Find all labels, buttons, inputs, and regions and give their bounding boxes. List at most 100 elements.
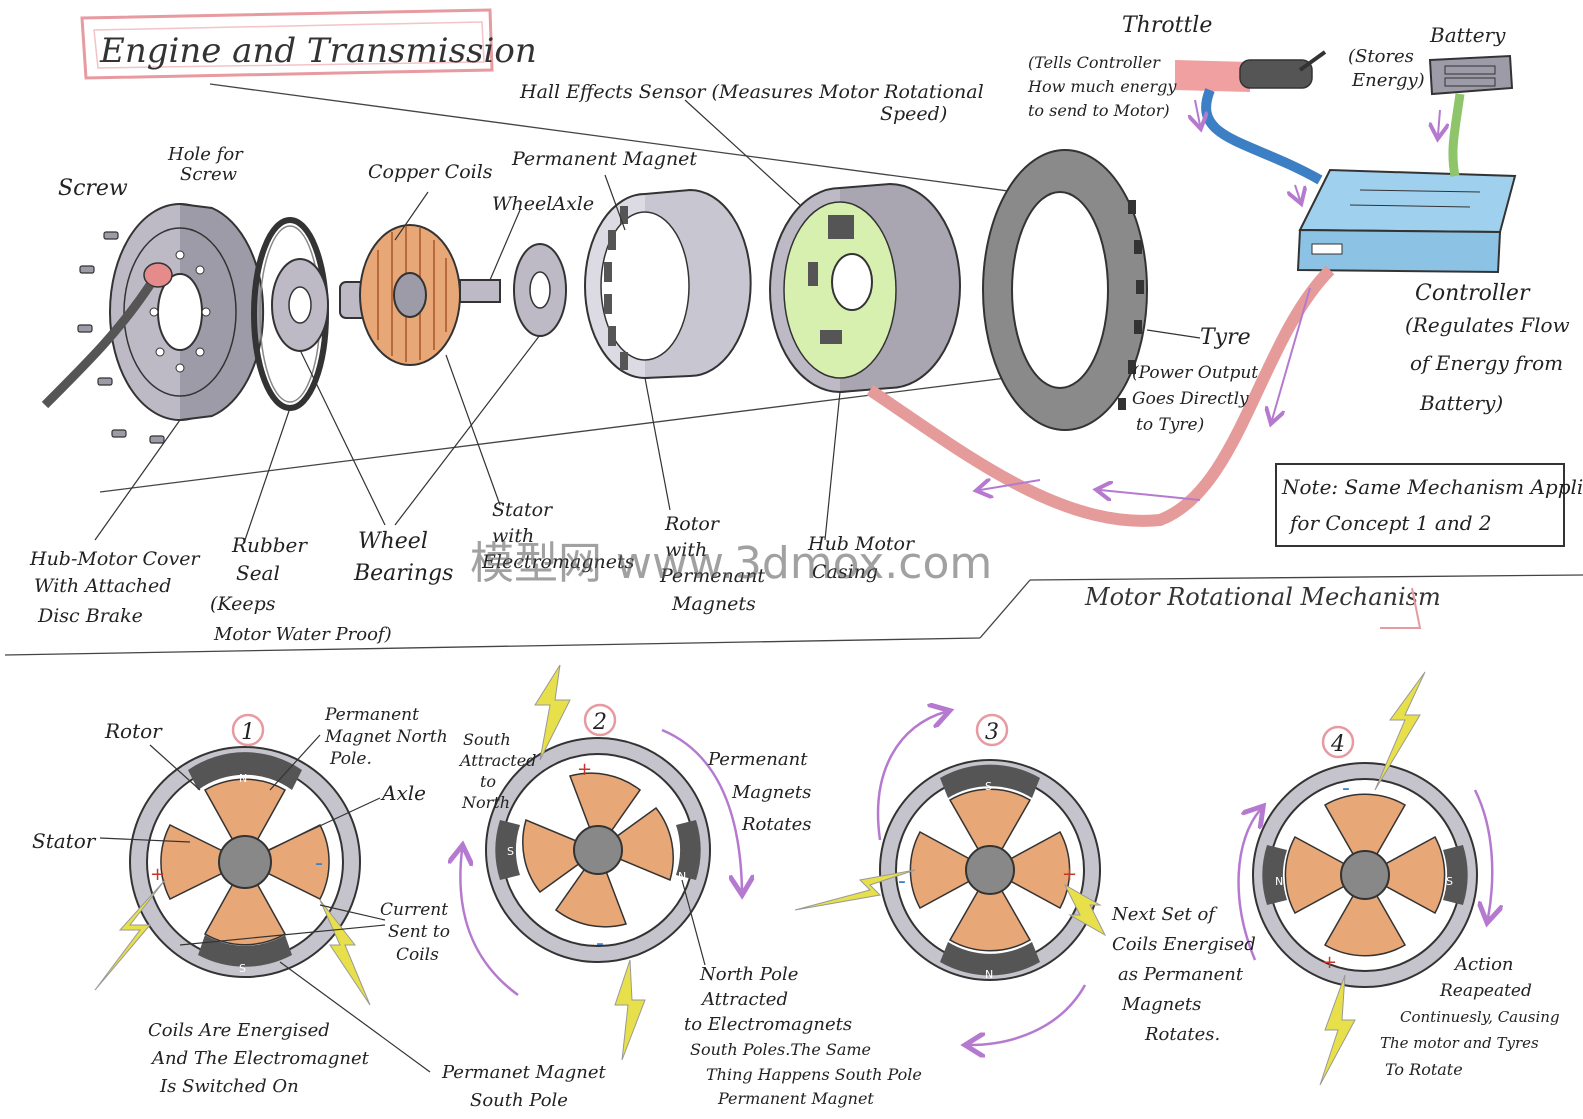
label-hall-sensor-1: Hall Effects Sensor (Measures Motor Rota… xyxy=(519,81,984,103)
label-battery-note-2: Energy) xyxy=(1351,70,1425,91)
label-pm-rotates-3: Rotates xyxy=(741,814,811,835)
label-pm-north-3: Pole. xyxy=(329,749,372,769)
label-throttle: Throttle xyxy=(1122,13,1212,38)
label-screw: Screw xyxy=(58,176,128,201)
label-hall-sensor-2: Speed) xyxy=(880,103,947,125)
step-2-lightning-bottom xyxy=(615,960,645,1060)
label-next-set-3: as Permanent xyxy=(1118,964,1244,985)
label-south-attracted-4: North xyxy=(461,793,510,812)
label-next-set-2: Coils Energised xyxy=(1112,934,1256,955)
label-note-1: Note: Same Mechanism Applies xyxy=(1281,475,1583,499)
label-controller: Controller xyxy=(1415,281,1531,306)
watermark: 模型网 www.3dmox.com xyxy=(470,538,992,589)
step-1-south: S xyxy=(239,962,246,975)
label-action-5: To Rotate xyxy=(1385,1060,1463,1079)
rotor-magnets xyxy=(585,190,751,378)
label-hub-cover-1: Hub-Motor Cover xyxy=(29,548,201,570)
label-pm-south-1: Permanet Magnet xyxy=(441,1062,606,1083)
step-2-south: S xyxy=(507,845,514,858)
label-rubber-seal-3: (Keeps xyxy=(210,593,276,615)
label-action-4: The motor and Tyres xyxy=(1380,1034,1539,1052)
battery xyxy=(1430,56,1512,94)
label-north-attracted-1: North Pole xyxy=(699,964,798,985)
label-rubber-seal-1: Rubber xyxy=(231,533,308,557)
label-next-set-4: Magnets xyxy=(1121,994,1201,1015)
label-rotor-4: Magnets xyxy=(671,593,756,615)
label-pm-rotates-1: Permenant xyxy=(707,749,808,770)
step-2-motor xyxy=(486,738,710,962)
label-wheel-bearings-2: Bearings xyxy=(353,561,453,586)
label-throttle-note-2: How much energy xyxy=(1027,77,1177,96)
label-south-attracted-1: South xyxy=(463,730,511,749)
step-4-arrow-right xyxy=(1475,790,1492,918)
step-4-motor xyxy=(1253,763,1477,987)
label-current-1: Current xyxy=(380,900,448,920)
label-north-attracted-6: Permanent Magnet xyxy=(717,1089,874,1108)
label-hole-for-screw-1: Hole for xyxy=(167,144,244,165)
label-current-3: Coils xyxy=(396,945,439,965)
label-stator: Stator xyxy=(32,829,97,853)
label-next-set-1: Next Set of xyxy=(1111,904,1218,925)
stator-coils xyxy=(340,225,500,365)
label-tyre: Tyre xyxy=(1200,325,1251,350)
label-stator-1: Stator xyxy=(492,499,554,521)
step-4-lightning-bottom xyxy=(1320,975,1355,1085)
label-rubber-seal-4: Motor Water Proof) xyxy=(213,624,392,645)
wheel-bearing-1 xyxy=(272,259,328,351)
label-wheel-axle: WheelAxle xyxy=(492,193,594,215)
label-permanent-magnet: Permanent Magnet xyxy=(511,148,697,170)
step-3-north: N xyxy=(985,968,993,981)
step-1-north: N xyxy=(239,772,247,785)
label-tyre-note-2: Goes Directly xyxy=(1132,389,1249,409)
throttle xyxy=(1175,52,1325,92)
label-coils-energised-2: And The Electromagnet xyxy=(150,1048,370,1069)
label-battery: Battery xyxy=(1429,23,1506,47)
tyre xyxy=(983,150,1147,430)
label-pm-rotates-2: Magnets xyxy=(731,782,811,803)
label-north-attracted-3: to Electromagnets xyxy=(684,1014,852,1035)
step-4-south: S xyxy=(1446,875,1453,888)
step-2-minus: - xyxy=(596,931,604,956)
step-2-plus: + xyxy=(577,759,592,780)
label-throttle-note-3: to send to Motor) xyxy=(1028,101,1170,120)
label-action-2: Reapeated xyxy=(1439,981,1532,1001)
label-pm-north-2: Magnet North xyxy=(324,727,448,747)
label-pm-south-2: South Pole xyxy=(470,1090,568,1111)
label-action-1: Action xyxy=(1453,954,1514,975)
label-battery-note-1: (Stores xyxy=(1348,46,1414,67)
label-hub-cover-3: Disc Brake xyxy=(37,605,143,627)
step-3-south: S xyxy=(985,780,992,793)
label-controller-note-1: (Regulates Flow xyxy=(1405,313,1570,337)
label-north-attracted-4: South Poles.The Same xyxy=(690,1040,871,1059)
hub-motor-cover xyxy=(45,204,263,420)
label-pm-north-1: Permanent xyxy=(324,705,419,725)
label-throttle-note-1: (Tells Controller xyxy=(1028,53,1161,72)
label-north-attracted-2: Attracted xyxy=(700,989,788,1010)
label-current-2: Sent to xyxy=(388,922,450,942)
mechanism-title: Motor Rotational Mechanism xyxy=(1084,583,1441,611)
step-1-number: 1 xyxy=(241,720,255,745)
step-3-arrow-bottom xyxy=(970,985,1085,1045)
label-tyre-note-3: to Tyre) xyxy=(1136,415,1204,435)
label-rotor: Rotor xyxy=(104,719,163,743)
label-axle: Axle xyxy=(380,781,426,805)
controller xyxy=(1298,170,1515,272)
hub-motor-casing xyxy=(770,184,960,392)
label-controller-note-3: Battery) xyxy=(1419,391,1503,415)
label-wheel-bearings-1: Wheel xyxy=(358,529,428,554)
label-south-attracted-2: Attracted xyxy=(458,751,536,770)
step-4-plus: + xyxy=(1322,952,1337,973)
label-coils-energised-3: Is Switched On xyxy=(159,1076,299,1097)
label-action-3: Continuesly, Causing xyxy=(1400,1008,1560,1026)
main-title: Engine and Transmission xyxy=(99,31,537,71)
label-tyre-note-1: (Power Output xyxy=(1132,363,1258,383)
label-rotor-1: Rotor xyxy=(664,513,721,535)
label-north-attracted-5: Thing Happens South Pole xyxy=(706,1065,922,1084)
step-3-number: 3 xyxy=(985,720,999,745)
step-4-north: N xyxy=(1275,875,1283,888)
label-hole-for-screw-2: Screw xyxy=(180,164,238,185)
label-rubber-seal-2: Seal xyxy=(236,561,280,585)
step-2-number: 2 xyxy=(592,710,607,735)
label-south-attracted-3: to xyxy=(480,772,496,791)
